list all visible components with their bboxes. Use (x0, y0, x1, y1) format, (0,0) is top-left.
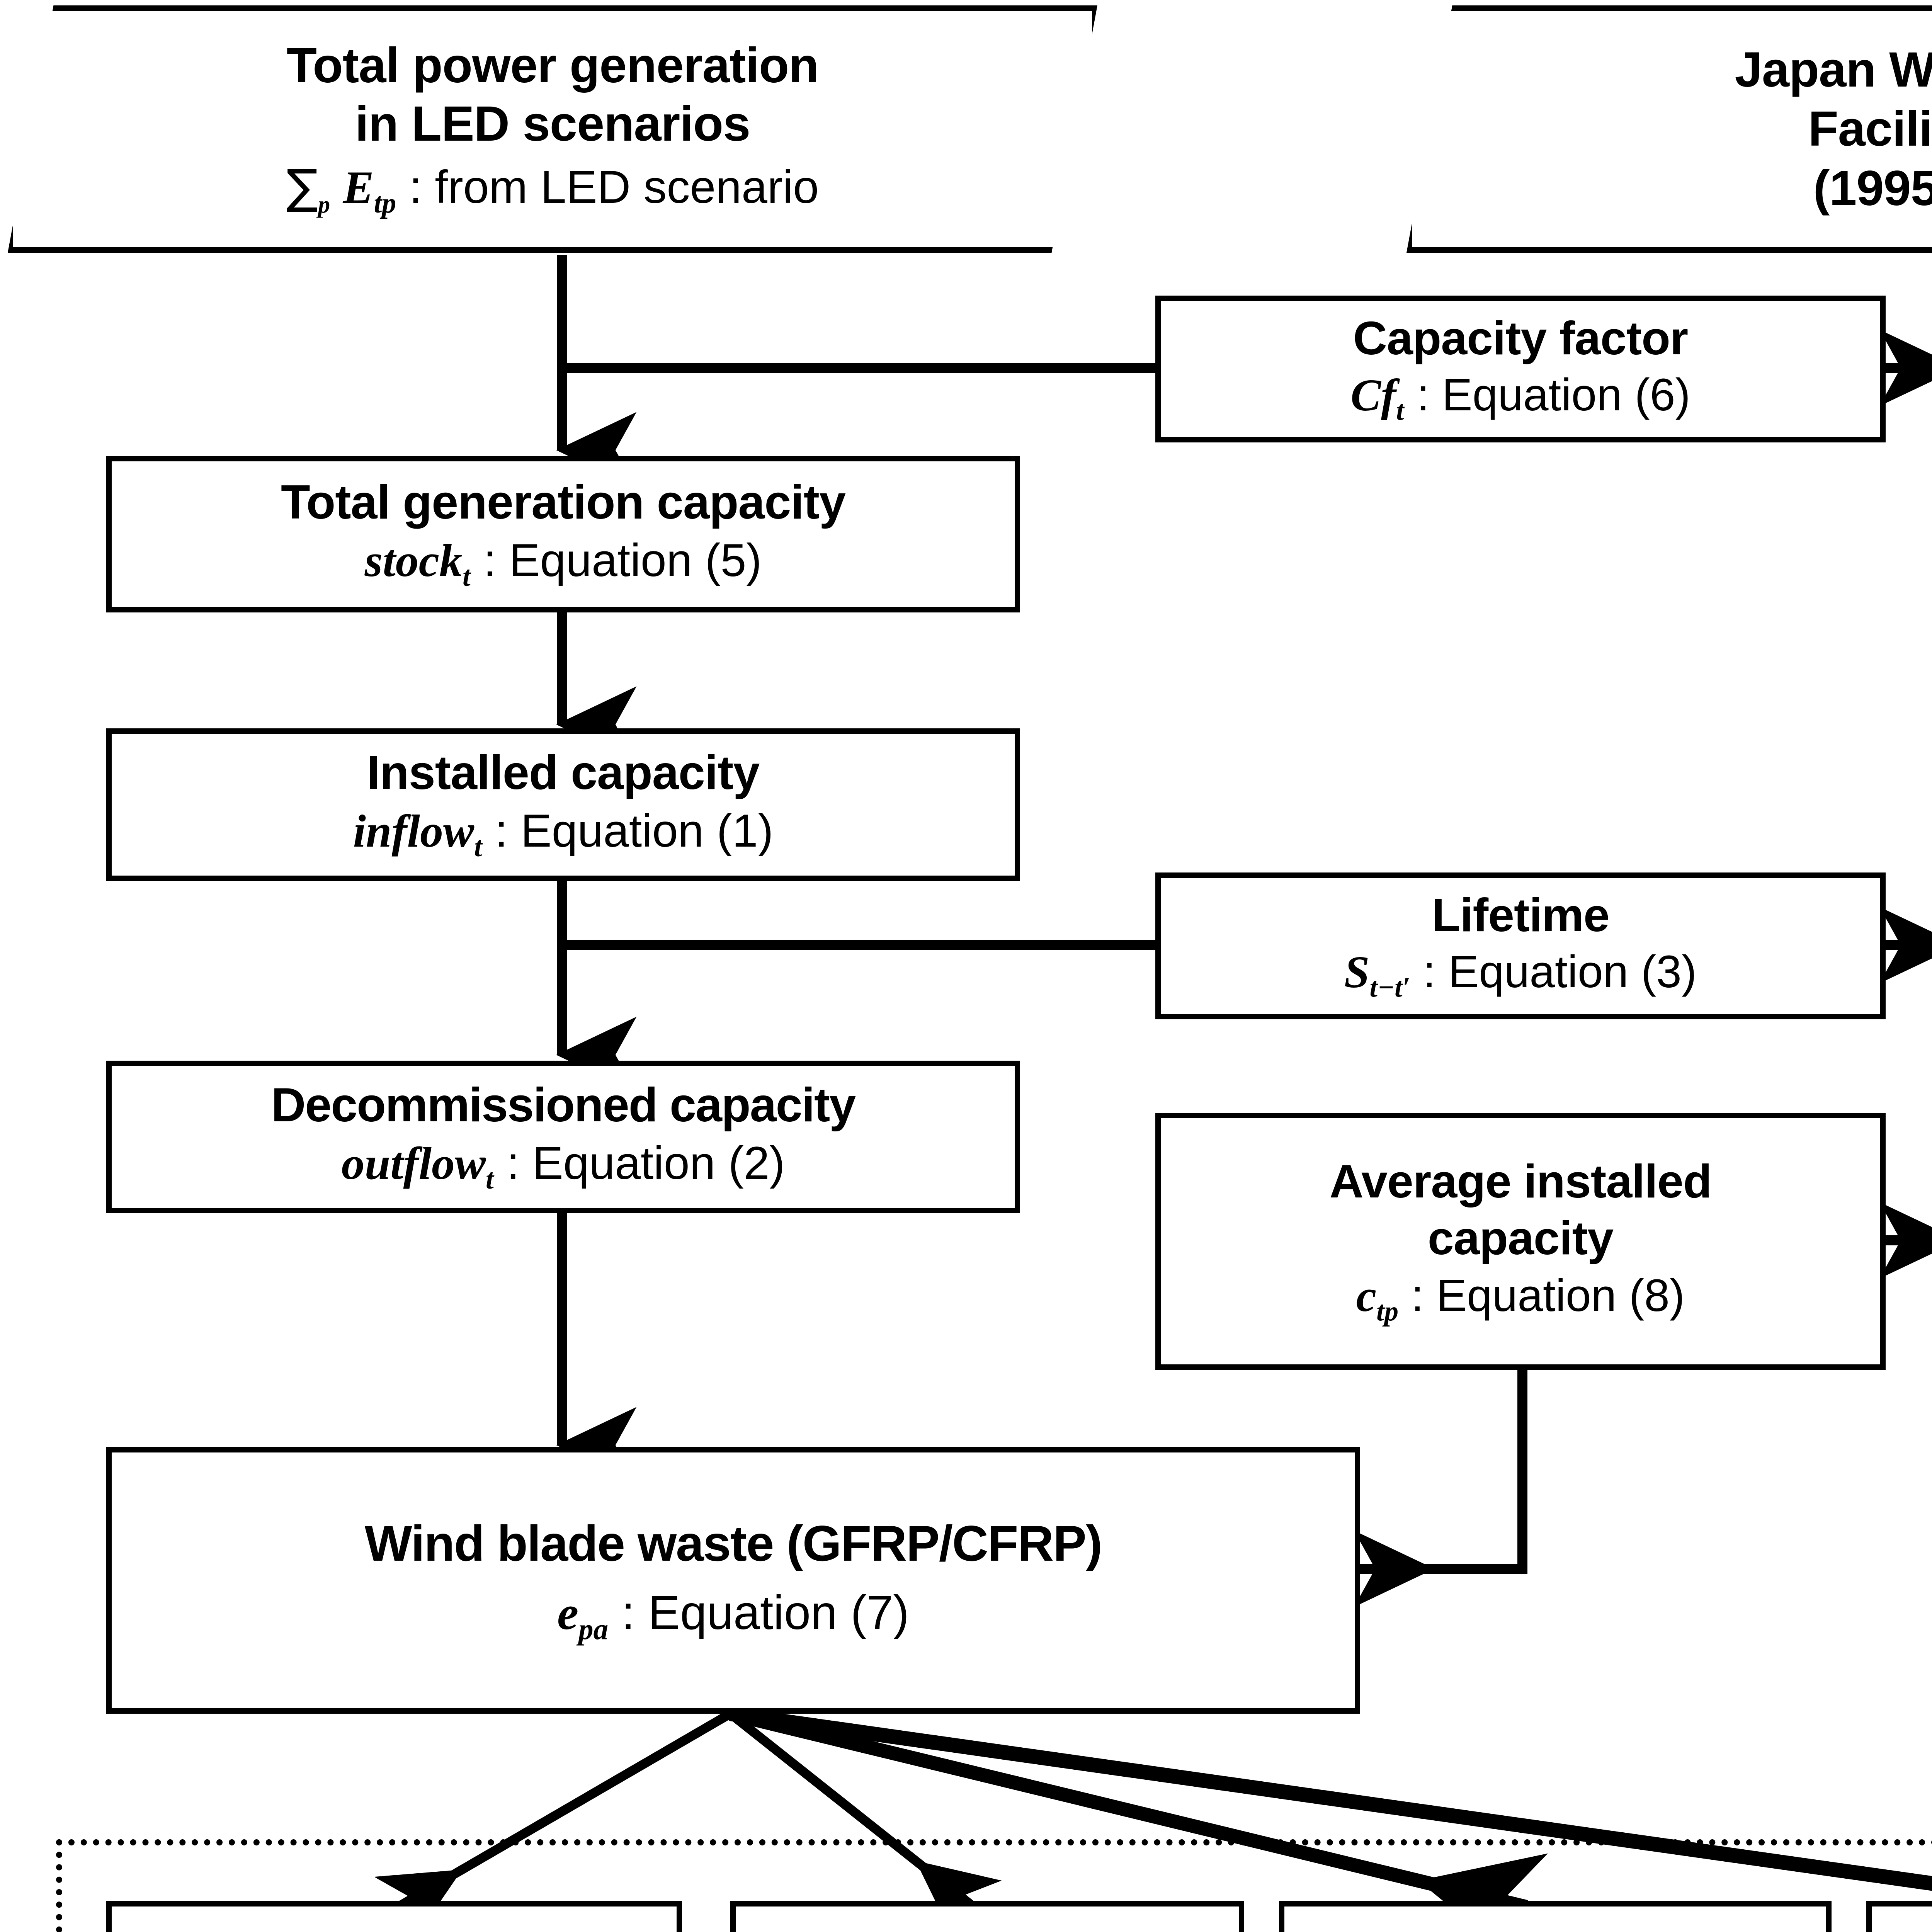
node-end-of-life[interactable]: End-of-life (1866, 1901, 1932, 1932)
edge-wind-blade-waste-to-manufacturing (374, 1709, 733, 1932)
equation-reference: : Equation (6) (1417, 369, 1690, 420)
input-title-line2: Facility Data (1808, 101, 1932, 157)
edge-wind-blade-waste-to-replacement (728, 1707, 1548, 1932)
node-title: Wind blade waste (GFRP/CFRP) (364, 1515, 1102, 1572)
node-replacement[interactable]: Replacement (1279, 1901, 1832, 1932)
variable-S: St−t′ (1344, 946, 1410, 1003)
lifecycle-stages-group (56, 1839, 1932, 1932)
node-capacity-factor[interactable]: Capacity factor Cft : Equation (6) (1155, 296, 1886, 442)
input-equation-line: ∑p Etp : from LED scenario (8, 156, 1097, 222)
edge-wind-blade-waste-to-end-of-life (729, 1706, 1932, 1891)
node-title-line2: capacity (1427, 1211, 1614, 1264)
equation-reference: : Equation (2) (507, 1137, 785, 1189)
node-title: Capacity factor (1353, 312, 1688, 365)
node-title: Decommissioned capacity (271, 1078, 856, 1132)
input-total-power-generation[interactable]: Total power generation in LED scenarios … (8, 5, 1097, 253)
equation-reference: : Equation (8) (1411, 1270, 1685, 1321)
node-average-installed-capacity[interactable]: Average installed capacity ctp : Equatio… (1155, 1113, 1886, 1370)
summation-subscript: p (318, 191, 330, 218)
input-title-line1: Japan Wind Power (1735, 42, 1932, 97)
node-o-and-m[interactable]: O&M (730, 1901, 1244, 1932)
equation-reference: : Equation (3) (1423, 946, 1697, 997)
input-japan-wind-power-facility-data[interactable]: Japan Wind Power Facility Data (1995–201… (1406, 5, 1932, 253)
summation-icon: ∑ (286, 159, 318, 214)
equation-reference: : Equation (5) (483, 534, 762, 586)
node-equation: outflowt : Equation (2) (112, 1134, 1015, 1197)
variable-c: ctp (1356, 1270, 1399, 1327)
edge-wind-blade-waste-to-o-and-m (727, 1710, 1002, 1932)
variable-Cf: Cft (1350, 369, 1404, 426)
node-wind-blade-waste[interactable]: Wind blade waste (GFRP/CFRP) epa : Equat… (106, 1447, 1360, 1714)
equation-reference: : Equation (7) (621, 1586, 909, 1639)
node-total-generation-capacity[interactable]: Total generation capacity stockt : Equat… (106, 456, 1020, 612)
node-title: Lifetime (1432, 889, 1610, 942)
variable-inflow: inflowt (353, 805, 482, 863)
node-title: Installed capacity (367, 746, 760, 800)
node-manufacturing[interactable]: Manufacturing (106, 1901, 682, 1932)
node-equation: Cft : Equation (6) (1161, 367, 1880, 428)
node-title-line1: Average installed (1329, 1155, 1712, 1208)
input-title-line1: Total power generation (286, 37, 819, 93)
equation-reference: : Equation (1) (495, 804, 774, 857)
node-installed-capacity[interactable]: Installed capacity inflowt : Equation (1… (106, 728, 1020, 881)
equation-reference: : from LED scenario (409, 161, 819, 213)
node-title: Total generation capacity (281, 476, 846, 529)
node-equation: St−t′ : Equation (3) (1161, 944, 1880, 1005)
node-equation: stockt : Equation (5) (112, 531, 1015, 595)
node-equation: ctp : Equation (8) (1161, 1266, 1880, 1330)
node-equation: epa : Equation (7) (112, 1582, 1355, 1649)
input-title-line3: (1995–2017) (1813, 160, 1932, 216)
variable-stock: stockt (364, 534, 471, 592)
node-decommissioned-capacity[interactable]: Decommissioned capacity outflowt : Equat… (106, 1061, 1020, 1213)
parallelogram-shape (8, 5, 1097, 253)
parallelogram-shape (1406, 5, 1932, 253)
node-lifetime[interactable]: Lifetime St−t′ : Equation (3) (1155, 872, 1886, 1019)
input-title-line2: in LED scenarios (355, 96, 751, 151)
edge-average-installed-capacity-to-wind-blade-waste (1354, 1370, 1527, 1607)
node-equation: inflowt : Equation (1) (112, 802, 1015, 865)
variable-outflow: outflowt (341, 1137, 494, 1195)
variable-e: epa (557, 1586, 608, 1646)
variable-E: Etp (343, 161, 396, 219)
